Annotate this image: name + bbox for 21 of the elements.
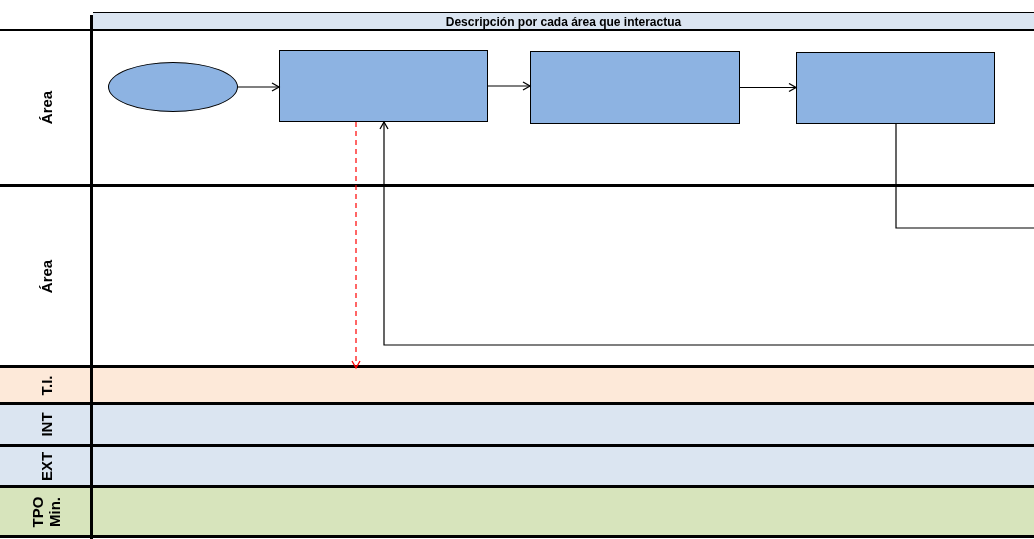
lane-header	[0, 447, 91, 488]
connector-arrow	[351, 121, 361, 369]
lane-label: Área	[37, 89, 54, 127]
connector-arrow	[379, 121, 1034, 346]
lane-label: TPO Min.	[28, 495, 63, 530]
process-box	[530, 51, 740, 124]
connector-arrow	[237, 82, 280, 92]
lane-label: INT	[37, 411, 54, 439]
lane-header	[0, 405, 91, 447]
lane-label: T.I.	[37, 374, 54, 398]
process-box	[796, 52, 995, 124]
connector-arrow	[487, 81, 531, 91]
process-box	[279, 50, 488, 122]
lane-band	[91, 368, 1034, 405]
lane-header	[0, 368, 91, 405]
lane-header	[0, 488, 91, 538]
header-text: Descripción por cada área que interactua	[445, 16, 682, 28]
lane-header	[0, 31, 91, 187]
lane-label: Área	[37, 258, 54, 295]
lane-label: EXT	[37, 450, 54, 483]
connector-arrow	[739, 82, 797, 93]
